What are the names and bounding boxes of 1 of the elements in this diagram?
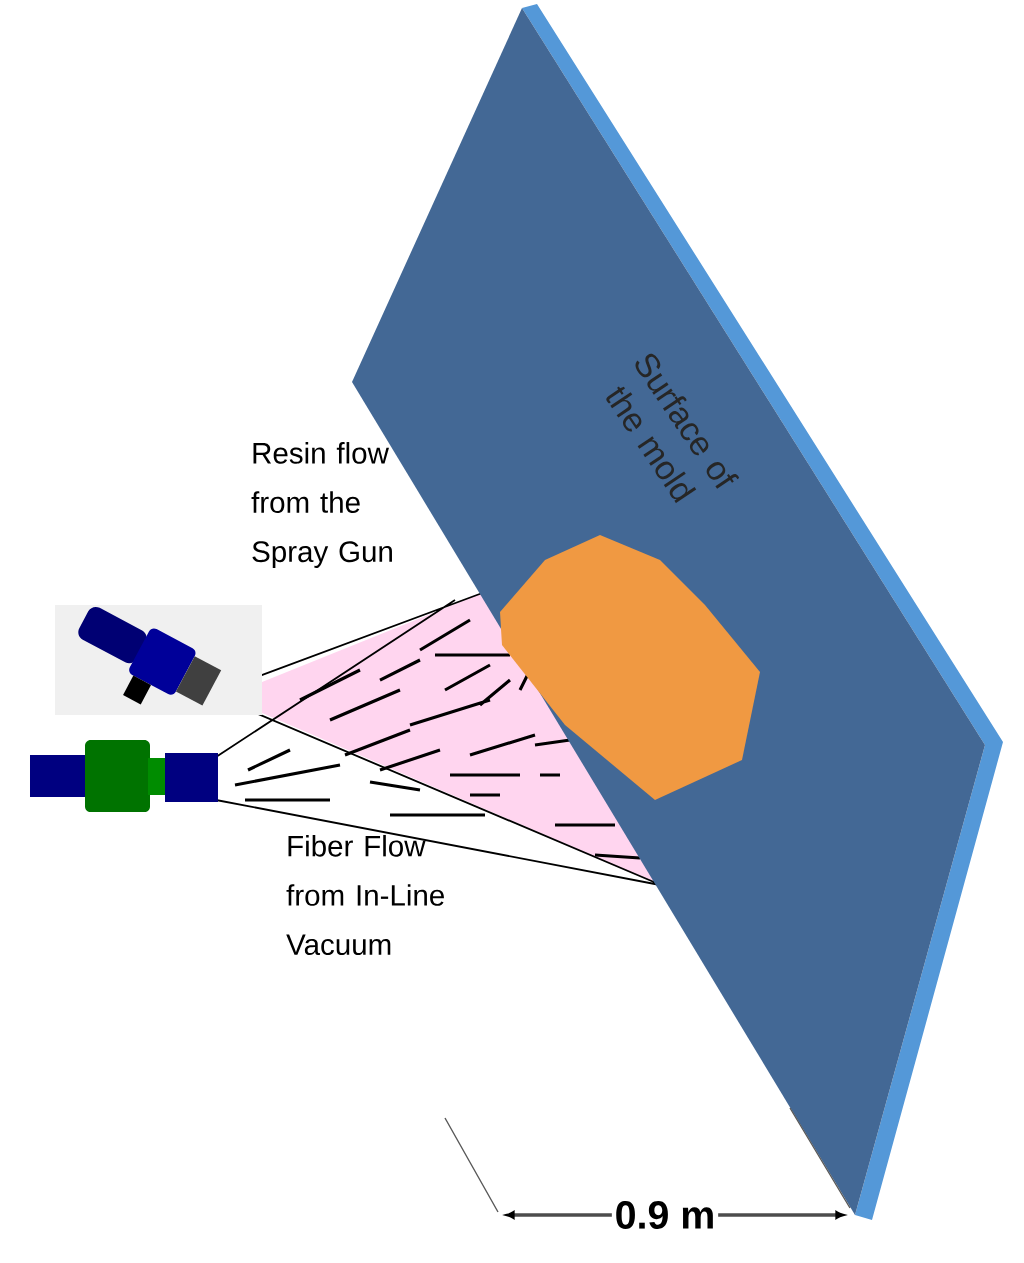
dimension-label: 0.9 m xyxy=(611,1198,719,1232)
